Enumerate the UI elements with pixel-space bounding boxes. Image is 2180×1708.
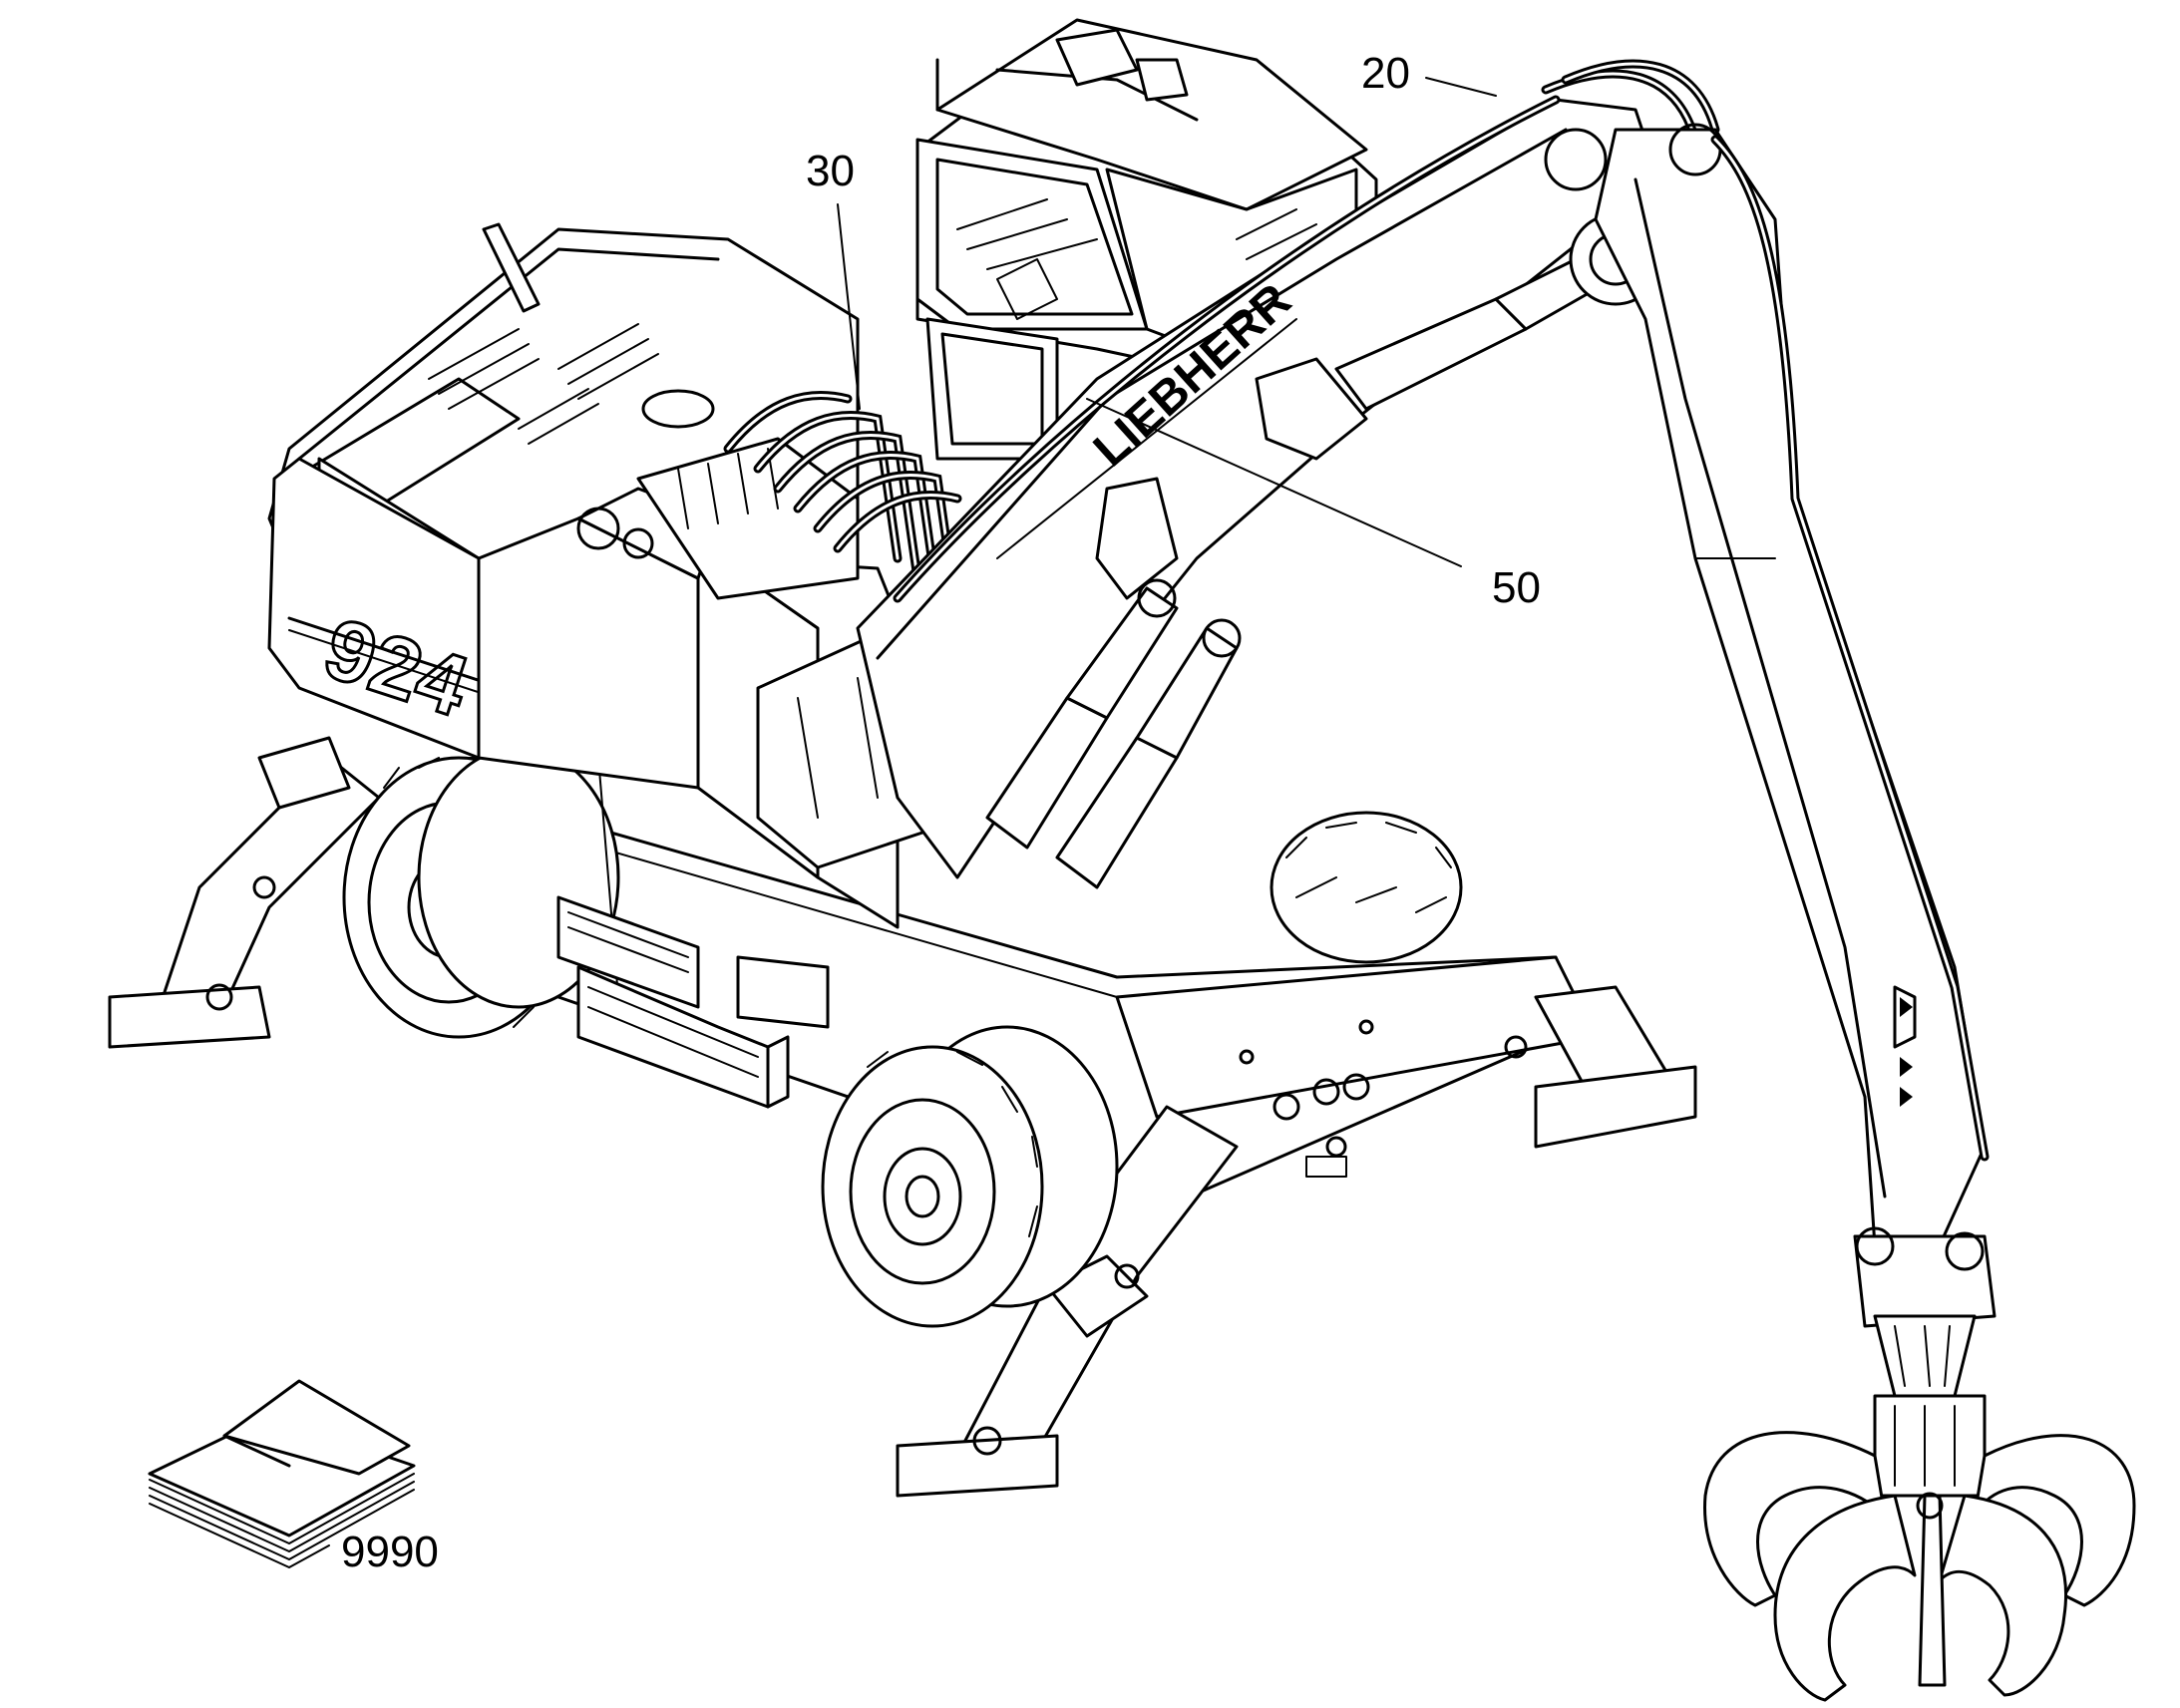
wheels xyxy=(342,746,1463,1328)
leader-line-50 xyxy=(1086,398,1462,567)
leader-line-20 xyxy=(1425,77,1497,97)
callout-20: 20 xyxy=(1361,49,1410,98)
leader-lines xyxy=(837,77,1497,567)
stick-arm xyxy=(1544,123,1990,1258)
wheel-front-left xyxy=(821,1025,1119,1328)
manual-book-icon xyxy=(148,1379,416,1568)
callout-30: 30 xyxy=(806,147,855,195)
callout-50: 50 xyxy=(1492,563,1541,612)
boom: LIEBHERR xyxy=(856,59,1720,889)
wheel-rear-right xyxy=(1270,811,1463,964)
callout-9990: 9990 xyxy=(341,1528,439,1576)
hydraulic-hoses xyxy=(723,391,962,623)
leader-line-30 xyxy=(837,203,861,410)
callout-labels: 20 30 50 9990 xyxy=(341,49,1541,1576)
upperstructure: 924 xyxy=(267,222,939,1109)
undercarriage xyxy=(108,736,1697,1498)
grapple xyxy=(1703,1226,2136,1702)
